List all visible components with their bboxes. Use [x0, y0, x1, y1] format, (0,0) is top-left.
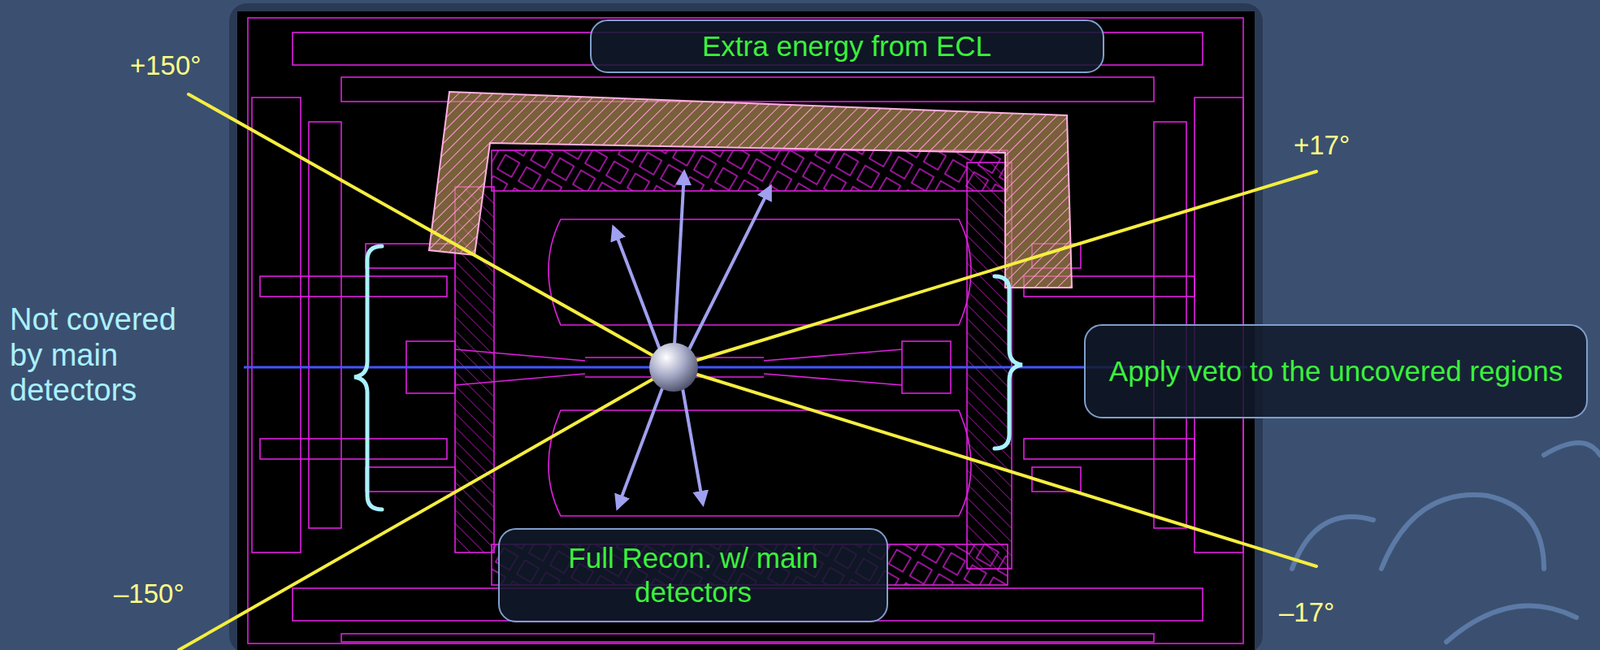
recon-note: Full Recon. w/ main detectors [498, 528, 889, 623]
note-text: Extra energy from ECL [702, 29, 992, 64]
angle-label: +17° [1293, 130, 1350, 161]
energy-note: Extra energy from ECL [589, 19, 1105, 74]
note-text: Full Recon. w/ main detectors [559, 541, 828, 610]
veto-note: Apply veto to the uncovered regions [1084, 324, 1588, 419]
coverage-note: Not covered by main detectors [9, 302, 205, 409]
decor-swirl [1292, 442, 1600, 642]
ecl-region [429, 91, 1072, 288]
particle-arrow [613, 172, 771, 508]
angle-label: +150° [130, 50, 202, 82]
angle-label: –150° [113, 578, 185, 610]
angle-label: –17° [1279, 597, 1335, 629]
brace [354, 246, 1023, 510]
note-text: Apply veto to the uncovered regions [1109, 354, 1563, 389]
interaction-point [649, 342, 699, 392]
